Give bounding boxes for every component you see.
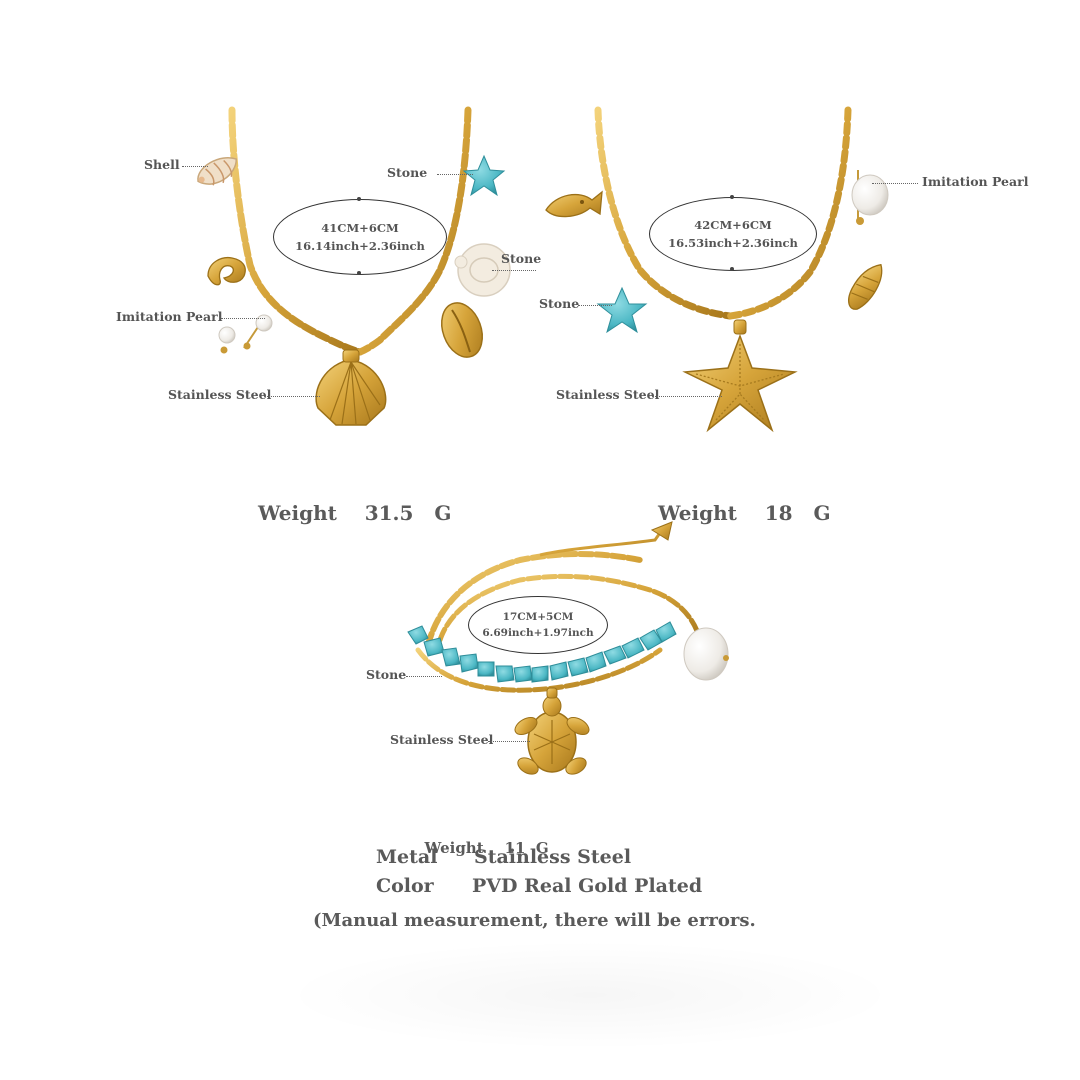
size-oval-2: 42CM+6CM 16.53inch+2.36inch <box>649 197 817 271</box>
leader-line <box>221 318 265 319</box>
pearl-charm <box>851 170 889 225</box>
seahorse-charm <box>207 256 246 286</box>
leader-line <box>437 174 473 175</box>
size-inch-1: 16.14inch+2.36inch <box>295 239 425 253</box>
measurement-note: (Manual measurement, there will be error… <box>313 910 756 931</box>
leader-line <box>492 270 536 271</box>
oval-marker-dot <box>357 271 361 275</box>
baroque-pearl-charm <box>683 627 729 681</box>
label-shell: Shell <box>144 157 180 172</box>
weight-3: Weight 11 G <box>414 821 549 857</box>
size-cm-1: 41CM+6CM <box>321 221 399 235</box>
label-stainless-steel-1: Stainless Steel <box>168 387 272 402</box>
scallop-shell-pendant <box>315 349 387 426</box>
leader-line <box>578 305 612 306</box>
size-oval-3: 17CM+5CM 6.69inch+1.97inch <box>468 596 608 654</box>
weight-unit: G <box>813 501 831 525</box>
label-imitation-pearl-2: Imitation Pearl <box>922 174 1029 189</box>
necklace-1 <box>197 106 511 426</box>
bracelet <box>407 521 729 775</box>
leader-line <box>488 741 530 742</box>
fish-charm <box>545 190 603 218</box>
size-inch-3: 6.69inch+1.97inch <box>482 627 594 639</box>
turquoise-chip-strand <box>407 621 677 683</box>
gold-conch-charm <box>848 263 883 310</box>
gold-starfish-pendant <box>682 319 798 433</box>
leader-line <box>652 396 722 397</box>
cowrie-shell-charm <box>440 302 484 358</box>
size-cm-3: 17CM+5CM <box>502 611 574 623</box>
size-inch-2: 16.53inch+2.36inch <box>668 236 798 250</box>
turquoise-starfish-charm <box>462 154 506 197</box>
turquoise-starfish-charm <box>596 286 648 334</box>
label-stone-top: Stone <box>387 165 428 180</box>
oval-marker-dot <box>730 267 734 271</box>
label-stone-2: Stone <box>539 296 580 311</box>
label-stone-3: Stone <box>366 667 407 682</box>
spec-color-value: PVD Real Gold Plated <box>472 875 703 897</box>
spec-metal-label: Metal <box>376 846 438 868</box>
label-imitation-pearl-1: Imitation Pearl <box>116 309 223 324</box>
necklace-2 <box>545 106 889 433</box>
weight-value: 31.5 <box>364 501 414 525</box>
weight-2: Weight 18 G <box>644 477 831 525</box>
weight-label: Weight <box>257 501 337 525</box>
size-cm-2: 42CM+6CM <box>694 218 772 232</box>
label-stone-mid: Stone <box>501 251 542 266</box>
weight-unit: G <box>434 501 452 525</box>
leader-line <box>872 183 918 184</box>
weight-label: Weight <box>657 501 737 525</box>
oval-marker-dot <box>357 197 361 201</box>
spiral-shell-charm <box>197 157 237 186</box>
oval-marker-dot <box>730 195 734 199</box>
leader-line <box>182 166 208 167</box>
spec-color-label: Color <box>376 875 434 897</box>
label-stainless-steel-2: Stainless Steel <box>556 387 660 402</box>
leader-line <box>264 396 320 397</box>
weight-value: 11 <box>504 839 526 857</box>
weight-label: Weight <box>424 839 484 857</box>
floor-shadow <box>280 940 900 1050</box>
pearl-drops-charm <box>218 314 273 354</box>
white-turtle-stone-charm <box>454 243 511 297</box>
gold-turtle-pendant <box>514 687 590 775</box>
spec-metal-value: Stainless Steel <box>474 846 632 868</box>
weight-value: 18 <box>764 501 793 525</box>
leader-line <box>406 676 442 677</box>
label-stainless-steel-3: Stainless Steel <box>390 732 494 747</box>
size-oval-1: 41CM+6CM 16.14inch+2.36inch <box>273 199 447 275</box>
weight-unit: G <box>535 839 549 857</box>
weight-1: Weight 31.5 G <box>244 477 451 525</box>
